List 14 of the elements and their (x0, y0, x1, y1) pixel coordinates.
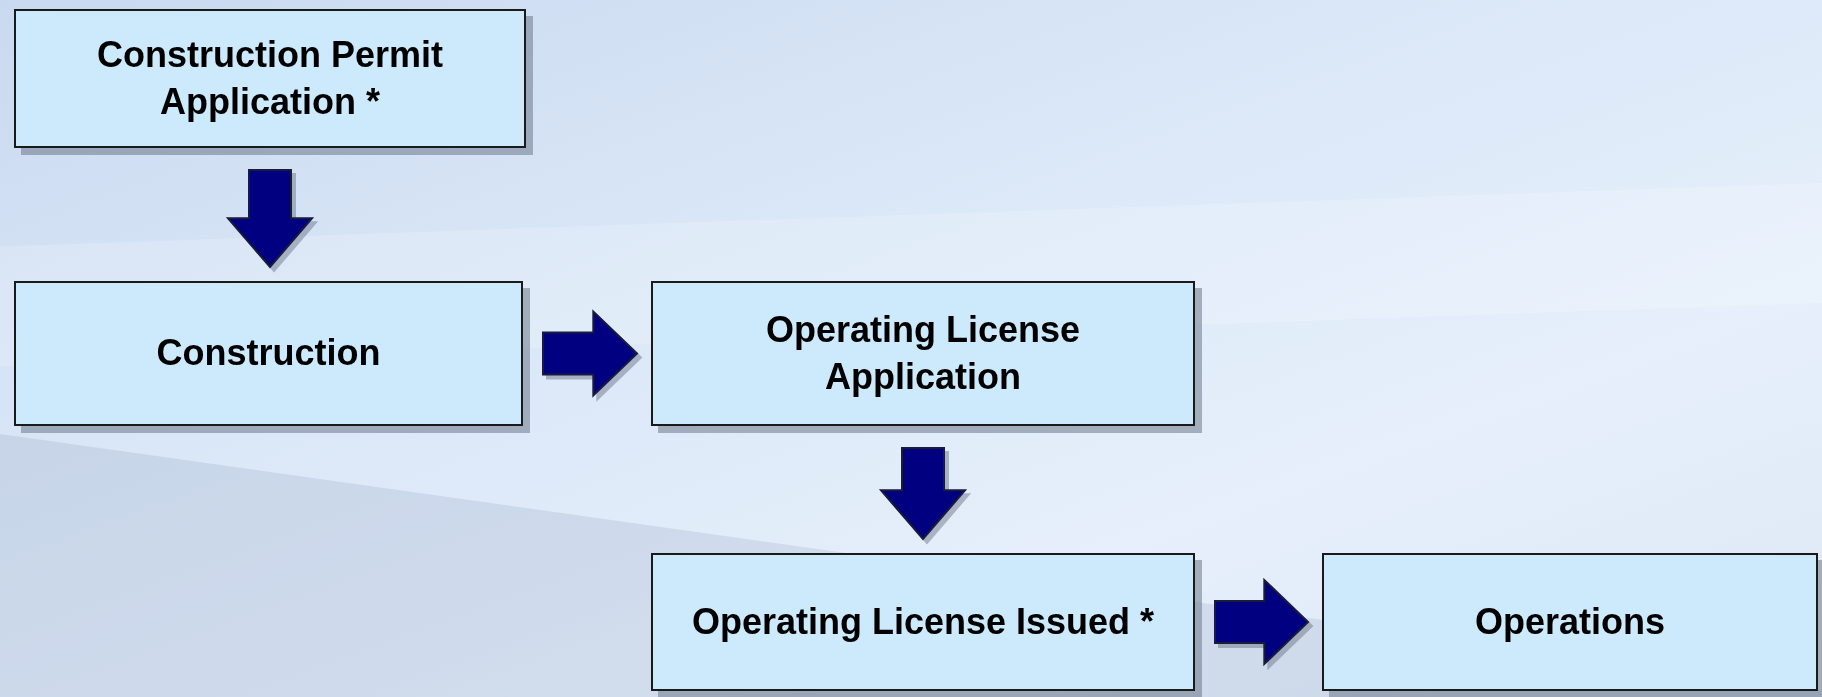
box-label: Construction Permit Application * (96, 32, 444, 124)
block-arrow (1214, 577, 1310, 667)
block-arrow (225, 169, 315, 269)
block-arrow (878, 447, 968, 541)
box-label: Operating License Application (764, 307, 1082, 399)
block-arrow (542, 309, 639, 398)
box-label: Operating License Issued * (691, 599, 1155, 644)
process-box (14, 281, 523, 426)
process-box (1322, 553, 1818, 691)
box-label: Construction (156, 331, 381, 376)
box-label: Operations (1474, 599, 1665, 644)
process-box (14, 9, 526, 148)
process-box (651, 553, 1195, 691)
process-box (651, 281, 1195, 426)
